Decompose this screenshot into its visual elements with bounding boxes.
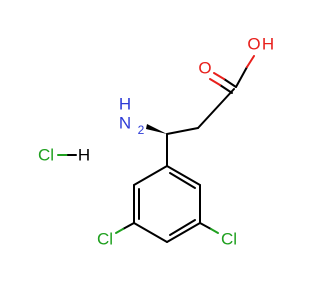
atom-label-ring-cl-right: Cl [221,230,237,249]
ring-bond-3 [166,222,201,243]
atom-label-amine-n: N [119,114,131,133]
molecule-structure: O H O H N 2 Cl H Cl Cl [38,35,274,249]
wedge-bond-nh2 [146,124,167,134]
atom-label-amine-subscript: 2 [138,123,145,137]
bond-ring-cl-right-green [210,228,219,234]
bond-c-oh-red [246,55,255,68]
bond-ring-cl-left-green [115,228,124,234]
bond-c-oh [235,66,248,88]
bond-c-o-double-b [219,84,233,94]
atom-label-hcl-cl: Cl [38,146,54,165]
atom-label-carbonyl-o: O [198,59,211,78]
bond-chiral-ch2 [166,127,199,135]
atom-label-hydroxyl-h: H [262,35,274,54]
atom-label-hcl-h: H [78,146,90,165]
bond-ring-cl-left [122,222,135,230]
atom-label-ring-cl-left: Cl [97,230,113,249]
bond-c-o-double-red-a [213,72,225,80]
ring-double-2 [169,219,196,236]
atom-label-amine-h: H [119,95,131,114]
atom-label-hydroxyl-o: O [247,35,260,54]
ring-bond-4 [133,222,168,243]
ring-bond-1 [166,165,201,186]
bond-c-o-double-red-b [209,78,221,86]
bond-ring-cl-right [199,222,212,230]
ring-bond-6 [133,165,168,186]
bond-c-o-double-a [223,78,237,88]
ring-double-1 [169,172,196,189]
bond-ch2-cooh [197,88,235,129]
